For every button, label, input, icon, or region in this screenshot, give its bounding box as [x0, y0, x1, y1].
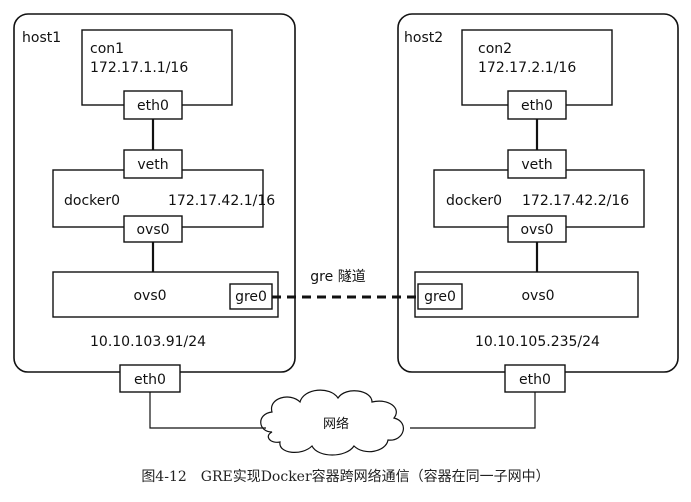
host1-container-name: con1: [90, 41, 124, 57]
host1-ip: 10.10.103.91/24: [90, 334, 206, 350]
host2-veth-label: veth: [521, 157, 552, 173]
host2-group: host2 con2 172.17.2.1/16 eth0 veth docke…: [397, 13, 679, 393]
host1-label: host1: [22, 30, 61, 46]
host2-label: host2: [404, 30, 443, 46]
host1-veth-box: [123, 149, 183, 179]
network-diagram: host1 con1 172.17.1.1/16 eth0 veth docke…: [13, 13, 679, 456]
host2-bridge-ip: 172.17.42.2/16: [522, 193, 629, 209]
host2-gre-port: [417, 283, 463, 310]
host1-bridge-port-label: ovs0: [136, 222, 169, 238]
host2-nic-label: eth0: [519, 372, 551, 388]
host2-container-eth0: [507, 90, 567, 120]
host1-nic: [119, 364, 181, 393]
host1-group: host1 con1 172.17.1.1/16 eth0 veth docke…: [13, 13, 296, 393]
host1-veth-label: veth: [137, 157, 168, 173]
host1-network-link: [149, 392, 266, 429]
network-cloud-icon: [260, 389, 404, 456]
network-label: 网络: [323, 416, 349, 432]
host1-gre-port: [229, 283, 273, 310]
host1-nic-label: eth0: [134, 372, 166, 388]
figure-caption: 图4-12 GRE实现Docker容器跨网络通信（容器在同一子网中）: [141, 469, 550, 485]
host1-bridge-name: docker0: [64, 193, 120, 209]
host1-ovs-label: ovs0: [133, 288, 166, 304]
host1-bridge-ip: 172.17.42.1/16: [168, 193, 275, 209]
host2-bridge-name: docker0: [446, 193, 502, 209]
host1-container-eth0: [123, 90, 183, 120]
host2-veth-box: [507, 149, 567, 179]
host2-container-ip: 172.17.2.1/16: [478, 60, 576, 76]
host2-container-eth0-label: eth0: [521, 98, 553, 114]
gre-tunnel-label: gre 隧道: [310, 269, 365, 285]
host2-gre-label: gre0: [424, 289, 456, 305]
host2-bridge-port-label: ovs0: [520, 222, 553, 238]
host2-ovs-label: ovs0: [521, 288, 554, 304]
host2-bridge-port: [507, 215, 567, 243]
host1-container-eth0-label: eth0: [137, 98, 169, 114]
host2-network-link: [410, 392, 536, 429]
host2-ip: 10.10.105.235/24: [475, 334, 600, 350]
host2-container-name: con2: [478, 41, 512, 57]
host1-container-ip: 172.17.1.1/16: [90, 60, 188, 76]
host1-gre-label: gre0: [235, 289, 267, 305]
host1-bridge-port: [123, 215, 183, 243]
